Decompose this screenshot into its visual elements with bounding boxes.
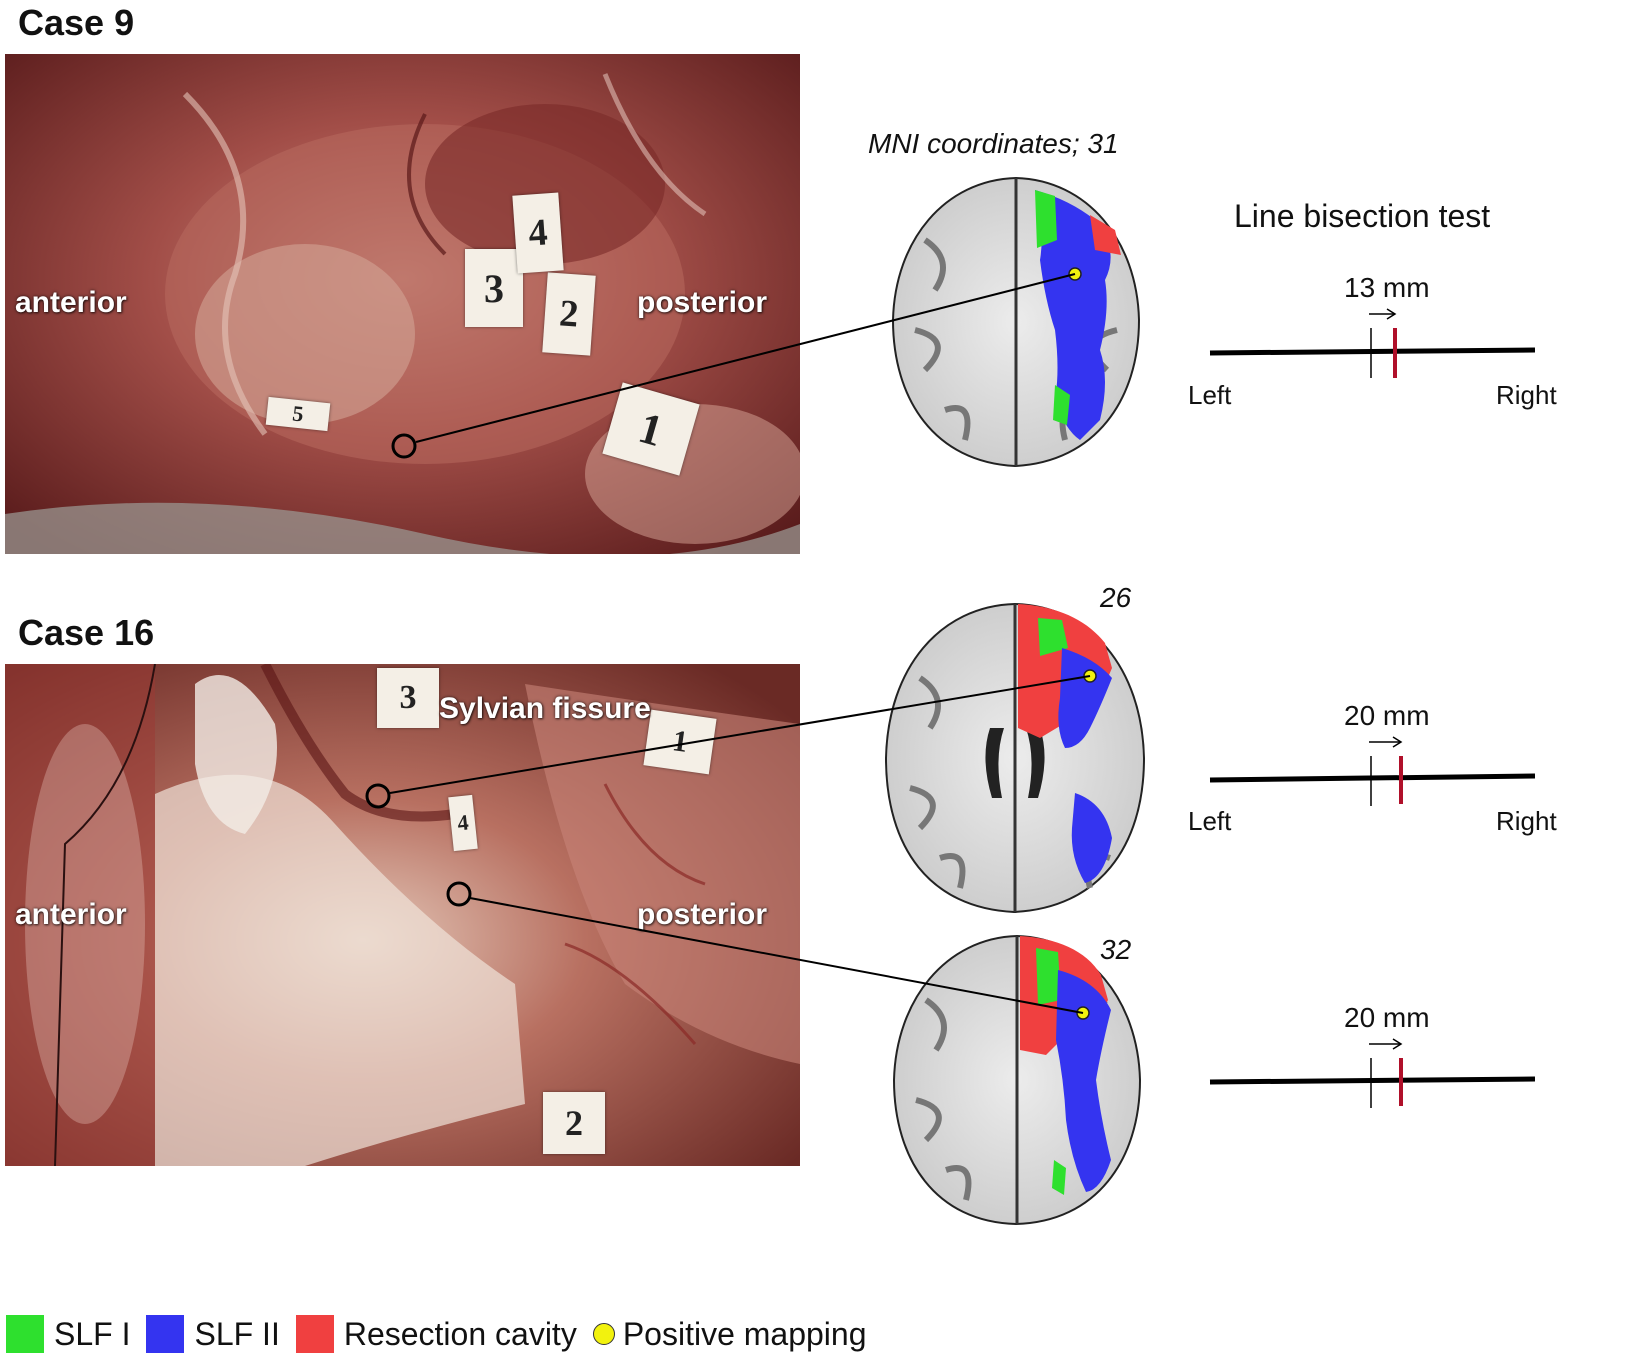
swatch-slf2: [146, 1315, 185, 1353]
positive-mapping-dot-icon: [592, 1323, 615, 1345]
label-right-case9: Right: [1496, 380, 1557, 410]
label-posterior: posterior: [637, 286, 768, 319]
label-right-case16: Right: [1496, 806, 1557, 836]
bisection-line-case16-lower: [1209, 1038, 1536, 1108]
legend: SLF I SLF II Resection cavity Positive m…: [6, 1312, 883, 1356]
case16-title: Case 16: [18, 612, 155, 653]
case9-surgical-photo: 1 2 3 4 5 anterior posterior: [5, 54, 800, 554]
legend-label-slf2: SLF II: [194, 1315, 280, 1352]
tag-3: 3: [377, 668, 439, 728]
bisection-value-case16-upper: 20 mm: [1344, 700, 1430, 731]
tag-2: 2: [542, 272, 596, 356]
slice-number-32: 32: [1100, 934, 1132, 965]
case16-surgical-photo: 3 1 4 2 Sylvian fissure anterior posteri…: [5, 664, 800, 1166]
tag-2: 2: [543, 1092, 605, 1154]
label-anterior: anterior: [15, 898, 127, 931]
case9-brain-slice: [891, 176, 1141, 468]
label-left-case9: Left: [1188, 380, 1232, 410]
legend-item-slf1: SLF I: [6, 1315, 130, 1353]
label-sylvian-fissure: Sylvian fissure: [439, 692, 651, 725]
label-left-case16: Left: [1188, 806, 1232, 836]
tag-1: 1: [643, 709, 717, 775]
tag-4: 4: [512, 192, 564, 274]
swatch-resection: [295, 1315, 334, 1353]
legend-label-slf1: SLF I: [54, 1315, 131, 1352]
case9-title: Case 9: [18, 2, 135, 43]
bisection-title: Line bisection test: [1234, 198, 1491, 234]
case16-brain-slice-26: [884, 602, 1146, 914]
legend-item-slf2: SLF II: [146, 1315, 280, 1353]
mni-caption: MNI coordinates; 31: [868, 128, 1119, 159]
legend-label-resection: Resection cavity: [343, 1315, 577, 1352]
bisection-line-case16-upper: [1209, 736, 1536, 806]
case16-brain-slice-32: [892, 934, 1142, 1226]
tag-3: 3: [465, 249, 523, 327]
bisection-value-case9: 13 mm: [1344, 272, 1430, 303]
bisection-value-case16-lower: 20 mm: [1344, 1002, 1430, 1033]
label-anterior: anterior: [15, 286, 127, 319]
legend-item-positive-mapping: Positive mapping: [592, 1315, 867, 1353]
swatch-slf1: [6, 1315, 44, 1353]
legend-item-resection: Resection cavity: [295, 1315, 577, 1353]
slice-number-26: 26: [1100, 582, 1132, 613]
label-posterior: posterior: [637, 898, 768, 931]
legend-label-positive-mapping: Positive mapping: [622, 1315, 867, 1352]
bisection-line-case9: [1209, 308, 1536, 378]
